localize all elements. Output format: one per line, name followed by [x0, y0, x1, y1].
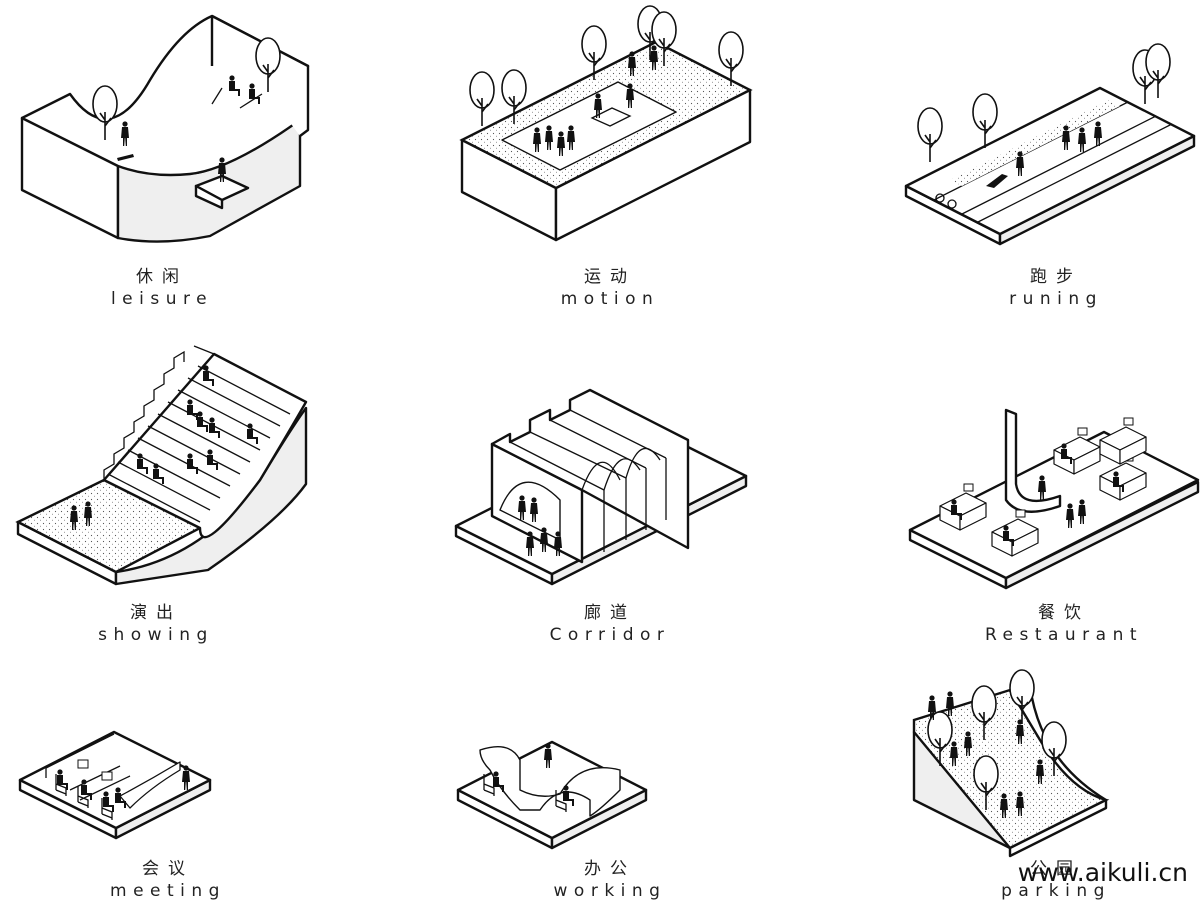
- caption-corridor-zh: 廊道: [584, 603, 636, 623]
- caption-parking-en: parking: [1001, 881, 1111, 901]
- panel-working-drawing: [456, 740, 648, 850]
- caption-running: 跑步 runing: [956, 266, 1156, 310]
- caption-working: 办公 working: [510, 858, 710, 902]
- caption-running-en: runing: [1009, 289, 1103, 309]
- caption-working-en: working: [553, 881, 667, 901]
- panel-restaurant-drawing: [908, 408, 1200, 590]
- watermark-url: www.aikuli.cn: [1017, 858, 1188, 887]
- caption-leisure-en: leisure: [110, 289, 214, 309]
- caption-restaurant-en: Restaurant: [984, 625, 1144, 645]
- panel-leisure-drawing: [20, 14, 310, 243]
- caption-meeting-zh: 会议: [142, 859, 194, 879]
- caption-parking-zh: 公园: [1030, 859, 1082, 879]
- caption-working-zh: 办公: [584, 859, 636, 879]
- caption-motion: 运动 motion: [510, 266, 710, 310]
- caption-motion-en: motion: [560, 289, 660, 309]
- caption-leisure: 休闲 leisure: [62, 266, 262, 310]
- panel-showing-drawing: [15, 345, 308, 586]
- caption-restaurant: 餐饮 Restaurant: [944, 602, 1184, 646]
- panel-parking-drawing: [912, 669, 1110, 858]
- caption-showing: 演出 showing: [56, 602, 256, 646]
- caption-corridor-en: Corridor: [549, 625, 671, 645]
- caption-showing-zh: 演出: [130, 603, 182, 623]
- caption-restaurant-zh: 餐饮: [1038, 603, 1090, 623]
- caption-parking: 公园 parking: [956, 858, 1156, 902]
- panel-corridor-drawing: [454, 388, 748, 586]
- caption-running-zh: 跑步: [1030, 267, 1082, 287]
- caption-motion-zh: 运动: [584, 267, 636, 287]
- panel-motion-drawing: [459, 5, 753, 242]
- caption-leisure-zh: 休闲: [136, 267, 188, 287]
- caption-meeting-en: meeting: [110, 881, 226, 901]
- panel-running-drawing: [904, 43, 1196, 246]
- caption-meeting: 会议 meeting: [68, 858, 268, 902]
- panel-meeting-drawing: [18, 730, 212, 840]
- caption-corridor: 廊道 Corridor: [500, 602, 720, 646]
- caption-showing-en: showing: [98, 625, 214, 645]
